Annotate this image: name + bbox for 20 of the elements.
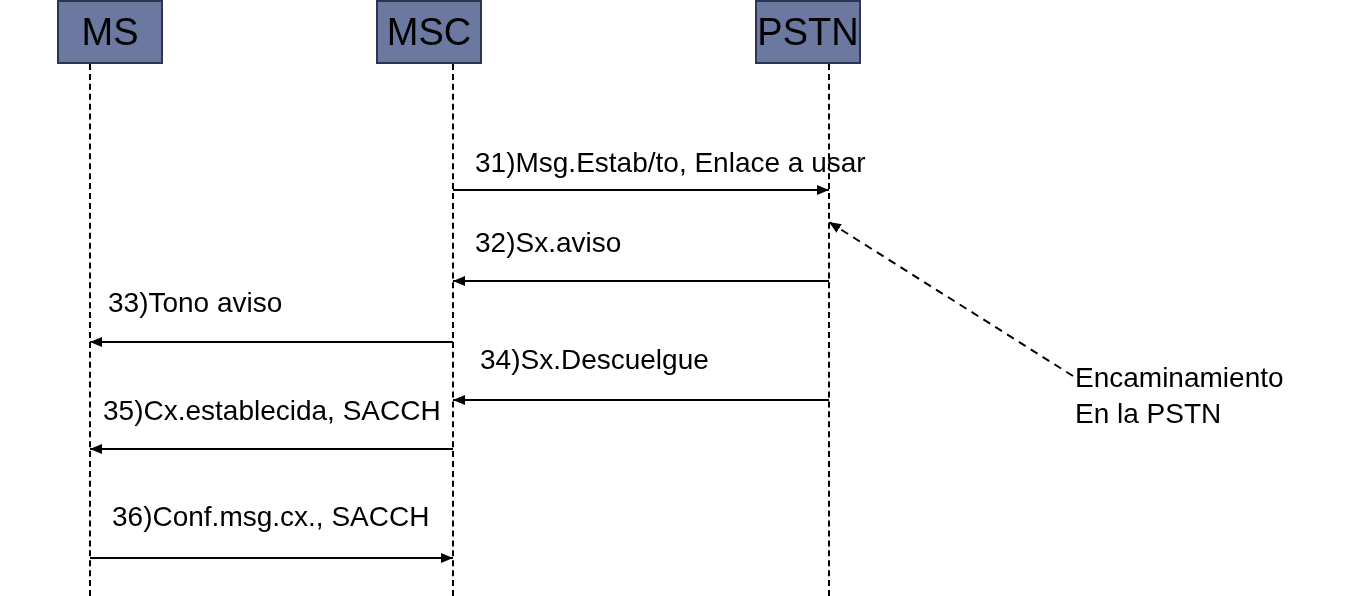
note-text: Encaminamiento En la PSTN [1075,361,1285,431]
arrow [89,444,454,454]
participant-box: PSTN [755,0,861,64]
arrow [452,185,830,195]
edge-label: 33)Tono aviso [108,286,283,320]
edge-label: 31)Msg.Estab/to, Enlace a usar [475,146,866,180]
edge-label: 36)Conf.msg.cx., SACCH [112,500,430,534]
participant-box: MS [57,0,163,64]
edge-label: 32)Sx.aviso [475,226,622,260]
arrow [452,276,830,286]
arrow [89,553,454,563]
edge-label: 34)Sx.Descuelgue [480,343,709,377]
lifeline [828,64,830,596]
arrow [89,337,454,347]
lifeline [452,64,454,596]
edge-label: 35)Cx.establecida, SACCH [103,394,441,428]
arrow [452,395,830,405]
participant-box: MSC [376,0,482,64]
lifeline [89,64,91,596]
arrow [828,221,1074,377]
